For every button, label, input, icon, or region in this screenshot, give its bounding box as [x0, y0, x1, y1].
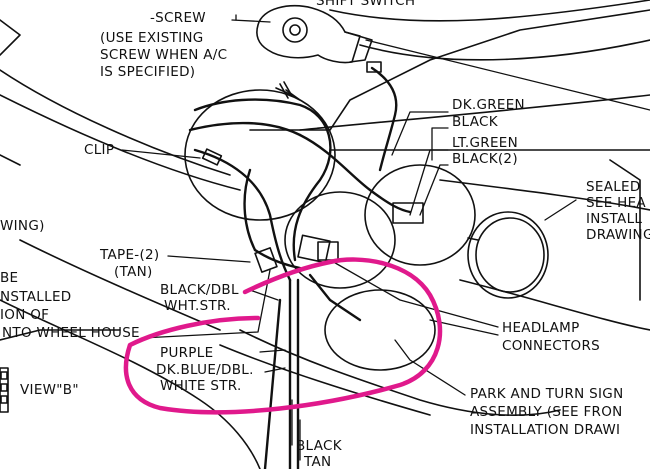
- label-dk-green: DK.GREEN: [452, 97, 525, 113]
- label-white-str: WHITE STR.: [160, 378, 242, 394]
- label-black-bottom: BLACK: [296, 438, 342, 454]
- label-sealed-1: SEALED: [586, 179, 641, 195]
- label-clip: CLIP: [84, 142, 115, 158]
- label-screw-note-2: SCREW WHEN A/C: [100, 47, 228, 63]
- label-purple: PURPLE: [160, 345, 214, 361]
- label-wing: WING): [0, 218, 45, 234]
- leader-lines: [121, 14, 650, 461]
- label-park-2: ASSEMBLY (SEE FRON: [470, 404, 623, 420]
- label-screw-note-1: (USE EXISTING: [100, 30, 204, 46]
- view-b-icon: [0, 367, 9, 413]
- label-lt-green: LT.GREEN: [452, 135, 518, 151]
- label-screw: -SCREW: [150, 10, 206, 26]
- label-tan-bottom: TAN: [304, 454, 332, 469]
- label-park-3: INSTALLATION DRAWI: [470, 422, 621, 438]
- label-sealed-3: INSTALL: [586, 211, 643, 227]
- label-black-1: BLACK: [452, 114, 498, 130]
- label-tan-1: (TAN): [114, 264, 153, 280]
- label-installed: NSTALLED: [0, 289, 72, 305]
- label-dk-blue-dbl: DK.BLUE/DBL.: [156, 362, 254, 378]
- label-black-2: BLACK(2): [452, 151, 518, 167]
- label-ion-of: ION OF: [0, 307, 50, 323]
- sealed-beam-lamp: [467, 211, 549, 299]
- label-wht-str: WHT.STR.: [164, 298, 231, 314]
- label-park-1: PARK AND TURN SIGN: [470, 386, 624, 402]
- label-black-dbl: BLACK/DBL: [160, 282, 239, 298]
- label-headlamp-1: HEADLAMP: [502, 320, 580, 336]
- label-view-b: VIEW"B": [20, 382, 79, 398]
- wiring-harness: [188, 66, 412, 469]
- label-screw-note-3: IS SPECIFIED): [100, 64, 196, 80]
- headlamp-connectors: [201, 61, 424, 273]
- label-shift-switch: SHIFT SWITCH: [316, 0, 416, 9]
- label-wheel-house: NTO WHEEL HOUSE: [2, 325, 140, 341]
- label-sealed-2: SEE HEA: [586, 195, 646, 211]
- label-tape: TAPE-(2): [100, 247, 160, 263]
- label-headlamp-2: CONNECTORS: [502, 338, 601, 354]
- headlamp-housing: [184, 89, 476, 371]
- label-sealed-4: DRAWING: [586, 227, 650, 243]
- shift-switch-housing: [256, 4, 373, 64]
- highlight-circle: [123, 257, 443, 415]
- label-be: BE: [0, 270, 19, 286]
